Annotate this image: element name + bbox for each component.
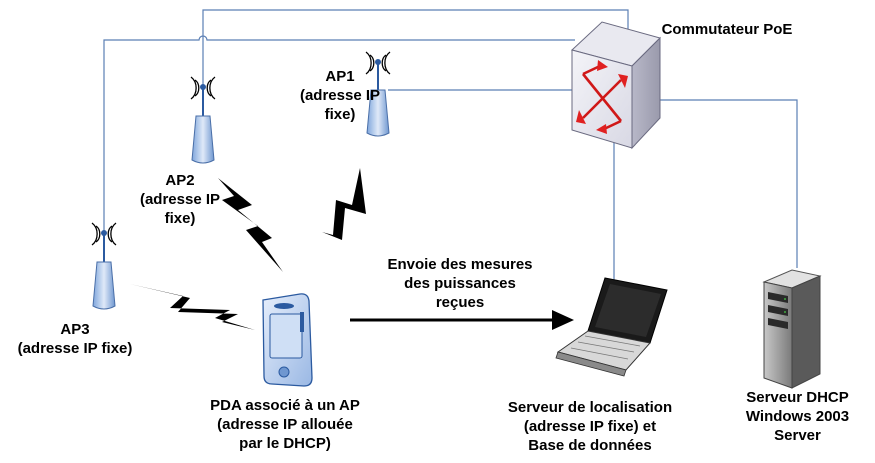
pda-label-line1: PDA associé à un AP <box>210 397 360 414</box>
bolt-ap2-pda <box>218 178 283 272</box>
network-cables <box>103 9 798 280</box>
ap1-label-line1: AP1 <box>325 68 355 85</box>
bolt-ap1-pda <box>318 168 366 282</box>
ap2-label: AP2 (adresse IP fixe) <box>120 171 240 228</box>
ap1-label-line2: (adresse IP <box>299 87 381 104</box>
poe-switch-icon <box>570 21 661 150</box>
server-tower-icon <box>762 269 822 389</box>
bolt-ap3-pda <box>130 284 255 330</box>
ap3-label-line2: (adresse IP fixe) <box>17 340 133 357</box>
ap1-label-line3: fixe) <box>324 106 356 123</box>
switch-label: Commutateur PoE <box>612 20 842 39</box>
ap2-label-line1: AP2 <box>165 172 195 189</box>
loc-server-label: Serveur de localisation (adresse IP fixe… <box>475 398 705 455</box>
ap3-label: AP3 (adresse IP fixe) <box>0 320 150 358</box>
loc-server-label-line3: Base de données <box>528 437 652 454</box>
ap2-label-line2: (adresse IP <box>139 191 221 208</box>
cable-ap3-switch <box>103 35 575 250</box>
ap3-label-line1: AP3 <box>60 321 90 338</box>
switch-label-line1: Commutateur PoE <box>661 21 793 38</box>
dhcp-server-label-line2: Windows 2003 <box>745 408 850 425</box>
dhcp-server-label-line1: Serveur DHCP <box>746 389 849 406</box>
wireless-link-bolts <box>130 168 366 330</box>
dhcp-server-label-line3: Server <box>774 427 821 444</box>
pda-icon <box>262 293 313 387</box>
pda-label: PDA associé à un AP (adresse IP allouée … <box>180 396 390 453</box>
data-flow-arrow <box>350 310 574 330</box>
arrow-label: Envoie des mesures des puissances reçues <box>365 255 555 312</box>
cable-switch-dhcp <box>655 99 798 268</box>
ap1-icon <box>365 51 391 137</box>
ap2-label-line3: fixe) <box>164 210 196 227</box>
dhcp-server-label: Serveur DHCP Windows 2003 Server <box>725 388 870 445</box>
arrow-label-line1: Envoie des mesures <box>387 256 533 273</box>
ap3-icon <box>91 222 117 310</box>
cable-ap2-switch <box>202 9 629 88</box>
laptop-icon <box>555 277 668 377</box>
arrow-label-line3: reçues <box>435 294 485 311</box>
loc-server-label-line1: Serveur de localisation <box>507 399 673 416</box>
ap1-label: AP1 (adresse IP fixe) <box>285 67 395 124</box>
pda-label-line3: par le DHCP) <box>239 435 331 452</box>
arrow-label-line2: des puissances <box>404 275 516 292</box>
pda-label-line2: (adresse IP allouée <box>217 416 353 433</box>
ap2-icon <box>190 76 216 164</box>
loc-server-label-line2: (adresse IP fixe) et <box>523 418 657 435</box>
